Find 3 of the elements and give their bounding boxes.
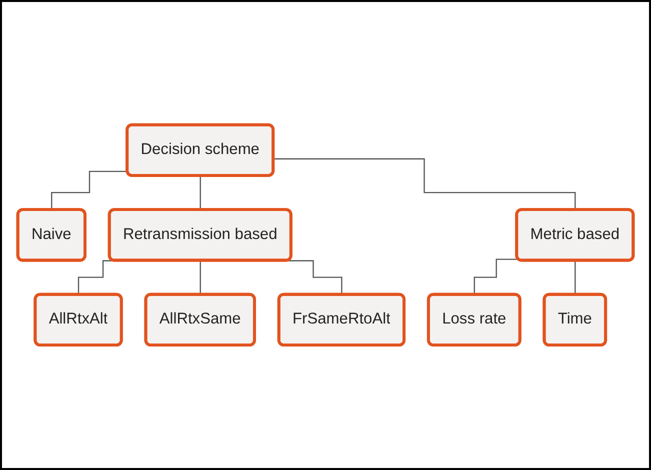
connector xyxy=(200,175,202,211)
connector xyxy=(274,158,576,211)
connector xyxy=(51,170,128,211)
